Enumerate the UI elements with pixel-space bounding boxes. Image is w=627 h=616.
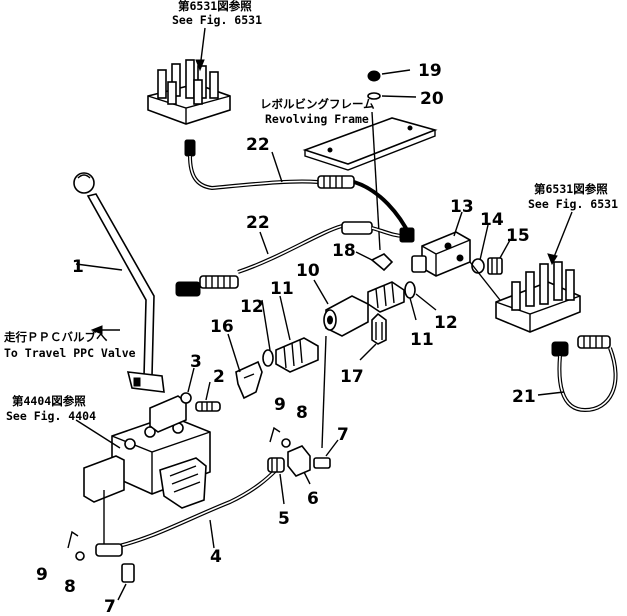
revolving-frame-plate (302, 111, 438, 251)
callout-21: 21 (512, 387, 536, 407)
adapter-15 (487, 257, 503, 275)
hose-21 (537, 335, 618, 413)
callout-9-upper: 9 (274, 395, 286, 415)
callout-12-upper: 12 (240, 297, 264, 317)
clip-18 (355, 251, 394, 272)
right-valve-block (469, 211, 581, 333)
ref-frame-jp: レボルビングフレーム (260, 97, 375, 111)
ref-travel-jp: 走行ＰＰＣバルブへ (3, 330, 108, 344)
callout-7-upper: 7 (337, 425, 349, 445)
fitting-11-upper (367, 281, 405, 313)
callout-11-lower: 11 (410, 330, 434, 350)
bolt-2 (195, 381, 221, 412)
callout-22-upper: 22 (246, 135, 270, 155)
callout-9-lower: 9 (36, 565, 48, 585)
block-13 (411, 231, 471, 277)
callout-13: 13 (450, 197, 474, 217)
ref-travel-en: To Travel PPC Valve (4, 346, 136, 360)
leader-22a (271, 151, 283, 183)
callout-8-upper: 8 (296, 403, 308, 423)
leader-11b (409, 297, 417, 321)
callout-15: 15 (506, 226, 530, 246)
arrow-travel (90, 325, 103, 335)
callout-22-lower: 22 (246, 213, 270, 233)
ref-top-jp: 第6531図参照 (178, 0, 252, 13)
nut-19 (367, 70, 381, 82)
callout-12-lower: 12 (434, 313, 458, 333)
ref-right-en: See Fig. 6531 (528, 197, 618, 211)
callout-1: 1 (72, 257, 84, 277)
callout-20: 20 (420, 89, 444, 109)
callout-8-lower: 8 (64, 577, 76, 597)
ref-lower-jp: 第4404図参照 (12, 394, 86, 408)
callout-18: 18 (332, 241, 356, 261)
callout-16: 16 (210, 317, 234, 337)
callout-10: 10 (296, 261, 320, 281)
bolt-7-lower (117, 563, 135, 601)
callout-14: 14 (480, 210, 504, 230)
nut-5 (267, 457, 285, 505)
bracket-assembly (75, 395, 211, 548)
callout-19: 19 (418, 61, 442, 81)
top-valve-block (147, 27, 231, 125)
ref-right-jp: 第6531図参照 (534, 182, 608, 196)
oring-12-upper (404, 281, 416, 299)
elbow-16 (235, 360, 263, 400)
washer-8-lower (75, 551, 85, 561)
leader-22b (259, 231, 269, 255)
leader-12a (261, 299, 271, 351)
callout-17: 17 (340, 367, 364, 387)
lever-1 (73, 172, 165, 393)
fitting-10 (321, 295, 369, 449)
ref-top-en: See Fig. 6531 (172, 13, 262, 27)
callout-3: 3 (190, 352, 202, 372)
cable-4 (95, 468, 278, 557)
oring-12-lower (262, 349, 274, 367)
callout-2: 2 (213, 367, 225, 387)
ref-frame-en: Revolving Frame (265, 112, 369, 126)
callout-6: 6 (307, 489, 319, 509)
pin-9-upper (269, 426, 281, 443)
washer-3 (180, 367, 195, 404)
washer-20 (367, 92, 381, 100)
hose-22-lower (175, 221, 415, 297)
leader-10 (313, 279, 329, 305)
ref-lower-en: See Fig. 4404 (6, 409, 96, 423)
pin-9-lower (67, 530, 79, 549)
leader-16 (227, 333, 241, 373)
bolt-7-upper (313, 439, 339, 469)
leader-12b (415, 293, 437, 311)
fitting-11-lower (275, 337, 319, 373)
callout-11-upper: 11 (270, 279, 294, 299)
pipe-17 (359, 312, 387, 361)
callout-5: 5 (278, 509, 290, 529)
callout-4: 4 (210, 547, 222, 567)
joint-6 (287, 445, 311, 485)
callout-7-lower: 7 (104, 597, 116, 616)
leader-1 (75, 263, 123, 271)
leader-11a (279, 295, 291, 341)
washer-8-upper (281, 438, 291, 448)
